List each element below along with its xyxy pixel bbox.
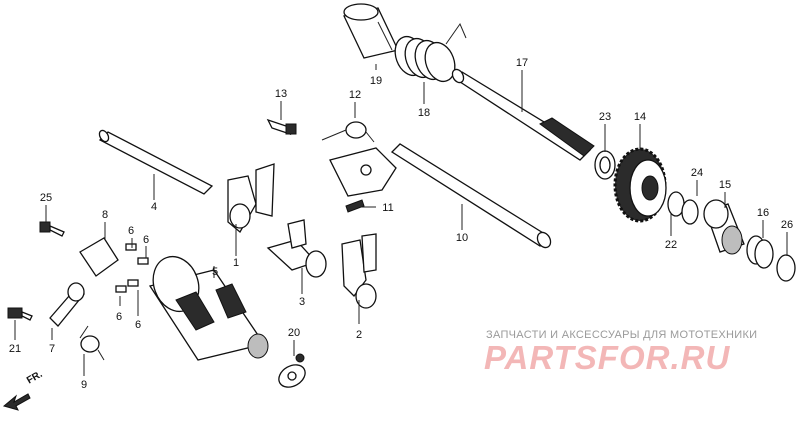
- callout-6a: 6: [128, 225, 134, 237]
- callout-3: 3: [299, 296, 305, 308]
- part-13-bolt: [266, 118, 297, 136]
- part-6-pin-a: [125, 243, 137, 251]
- part-17-shaft: [451, 68, 595, 161]
- part-22-washer: [681, 199, 699, 225]
- part-11-pin: [345, 199, 365, 213]
- part-6-pin-d: [127, 279, 139, 287]
- callout-2: 2: [356, 329, 362, 341]
- callout-21: 21: [9, 343, 21, 355]
- part-10-shift-spindle: [329, 143, 552, 249]
- watermark-logo: PARTSFOR.RU: [484, 339, 731, 376]
- callout-11: 11: [382, 202, 393, 214]
- callout-18: 18: [418, 107, 430, 119]
- part-9-spring: [79, 325, 105, 361]
- part-15-collar: [703, 199, 745, 255]
- part-21-bolt: [7, 307, 33, 321]
- part-5-shift-drum: [148, 255, 269, 361]
- part-6-pin-c: [115, 285, 127, 293]
- callout-6d: 6: [135, 319, 141, 331]
- watermark-subtitle: ЗАПЧАСТИ И АКСЕССУАРЫ ДЛЯ МОТОТЕХНИКИ: [486, 329, 758, 341]
- callout-6c: 6: [116, 311, 122, 323]
- callout-19: 19: [370, 75, 382, 87]
- part-1-shift-fork: [227, 163, 275, 233]
- part-14-gear: [613, 147, 667, 223]
- part-20-plate: [278, 353, 306, 388]
- leader-lines: [14, 64, 788, 376]
- callout-20: 20: [288, 327, 300, 339]
- callout-12: 12: [349, 89, 361, 101]
- part-7-stopper-arm: [49, 282, 85, 327]
- callout-25: 25: [40, 192, 52, 204]
- callout-26: 26: [781, 219, 793, 231]
- part-25-bolt: [39, 221, 65, 237]
- part-19-sleeve: [343, 3, 399, 59]
- callout-23: 23: [599, 111, 611, 123]
- callout-13: 13: [275, 88, 287, 100]
- part-6-pin-b: [137, 257, 149, 265]
- callout-8: 8: [102, 209, 108, 221]
- callout-4: 4: [151, 201, 157, 213]
- part-12-spring: [321, 121, 375, 143]
- callout-14: 14: [634, 111, 646, 123]
- callout-22: 22: [665, 239, 677, 251]
- part-18-spring: [394, 22, 467, 83]
- callout-15: 15: [719, 179, 731, 191]
- part-4-shaft: [98, 129, 214, 195]
- part-16-spring: [746, 235, 774, 269]
- callout-10: 10: [456, 232, 468, 244]
- part-3-shift-fork: [266, 219, 327, 278]
- part-8-plate: [79, 237, 119, 277]
- callout-24: 24: [691, 167, 703, 179]
- callout-17: 17: [516, 57, 528, 69]
- callout-1: 1: [233, 257, 239, 269]
- callout-7: 7: [49, 343, 55, 355]
- callout-9: 9: [81, 379, 87, 391]
- callout-16: 16: [757, 207, 769, 219]
- callout-6b: 6: [143, 234, 149, 246]
- callout-5: 5: [212, 266, 218, 278]
- front-arrow-icon: [2, 393, 31, 411]
- part-2-shift-fork: [341, 233, 377, 309]
- part-26-washer: [776, 254, 796, 282]
